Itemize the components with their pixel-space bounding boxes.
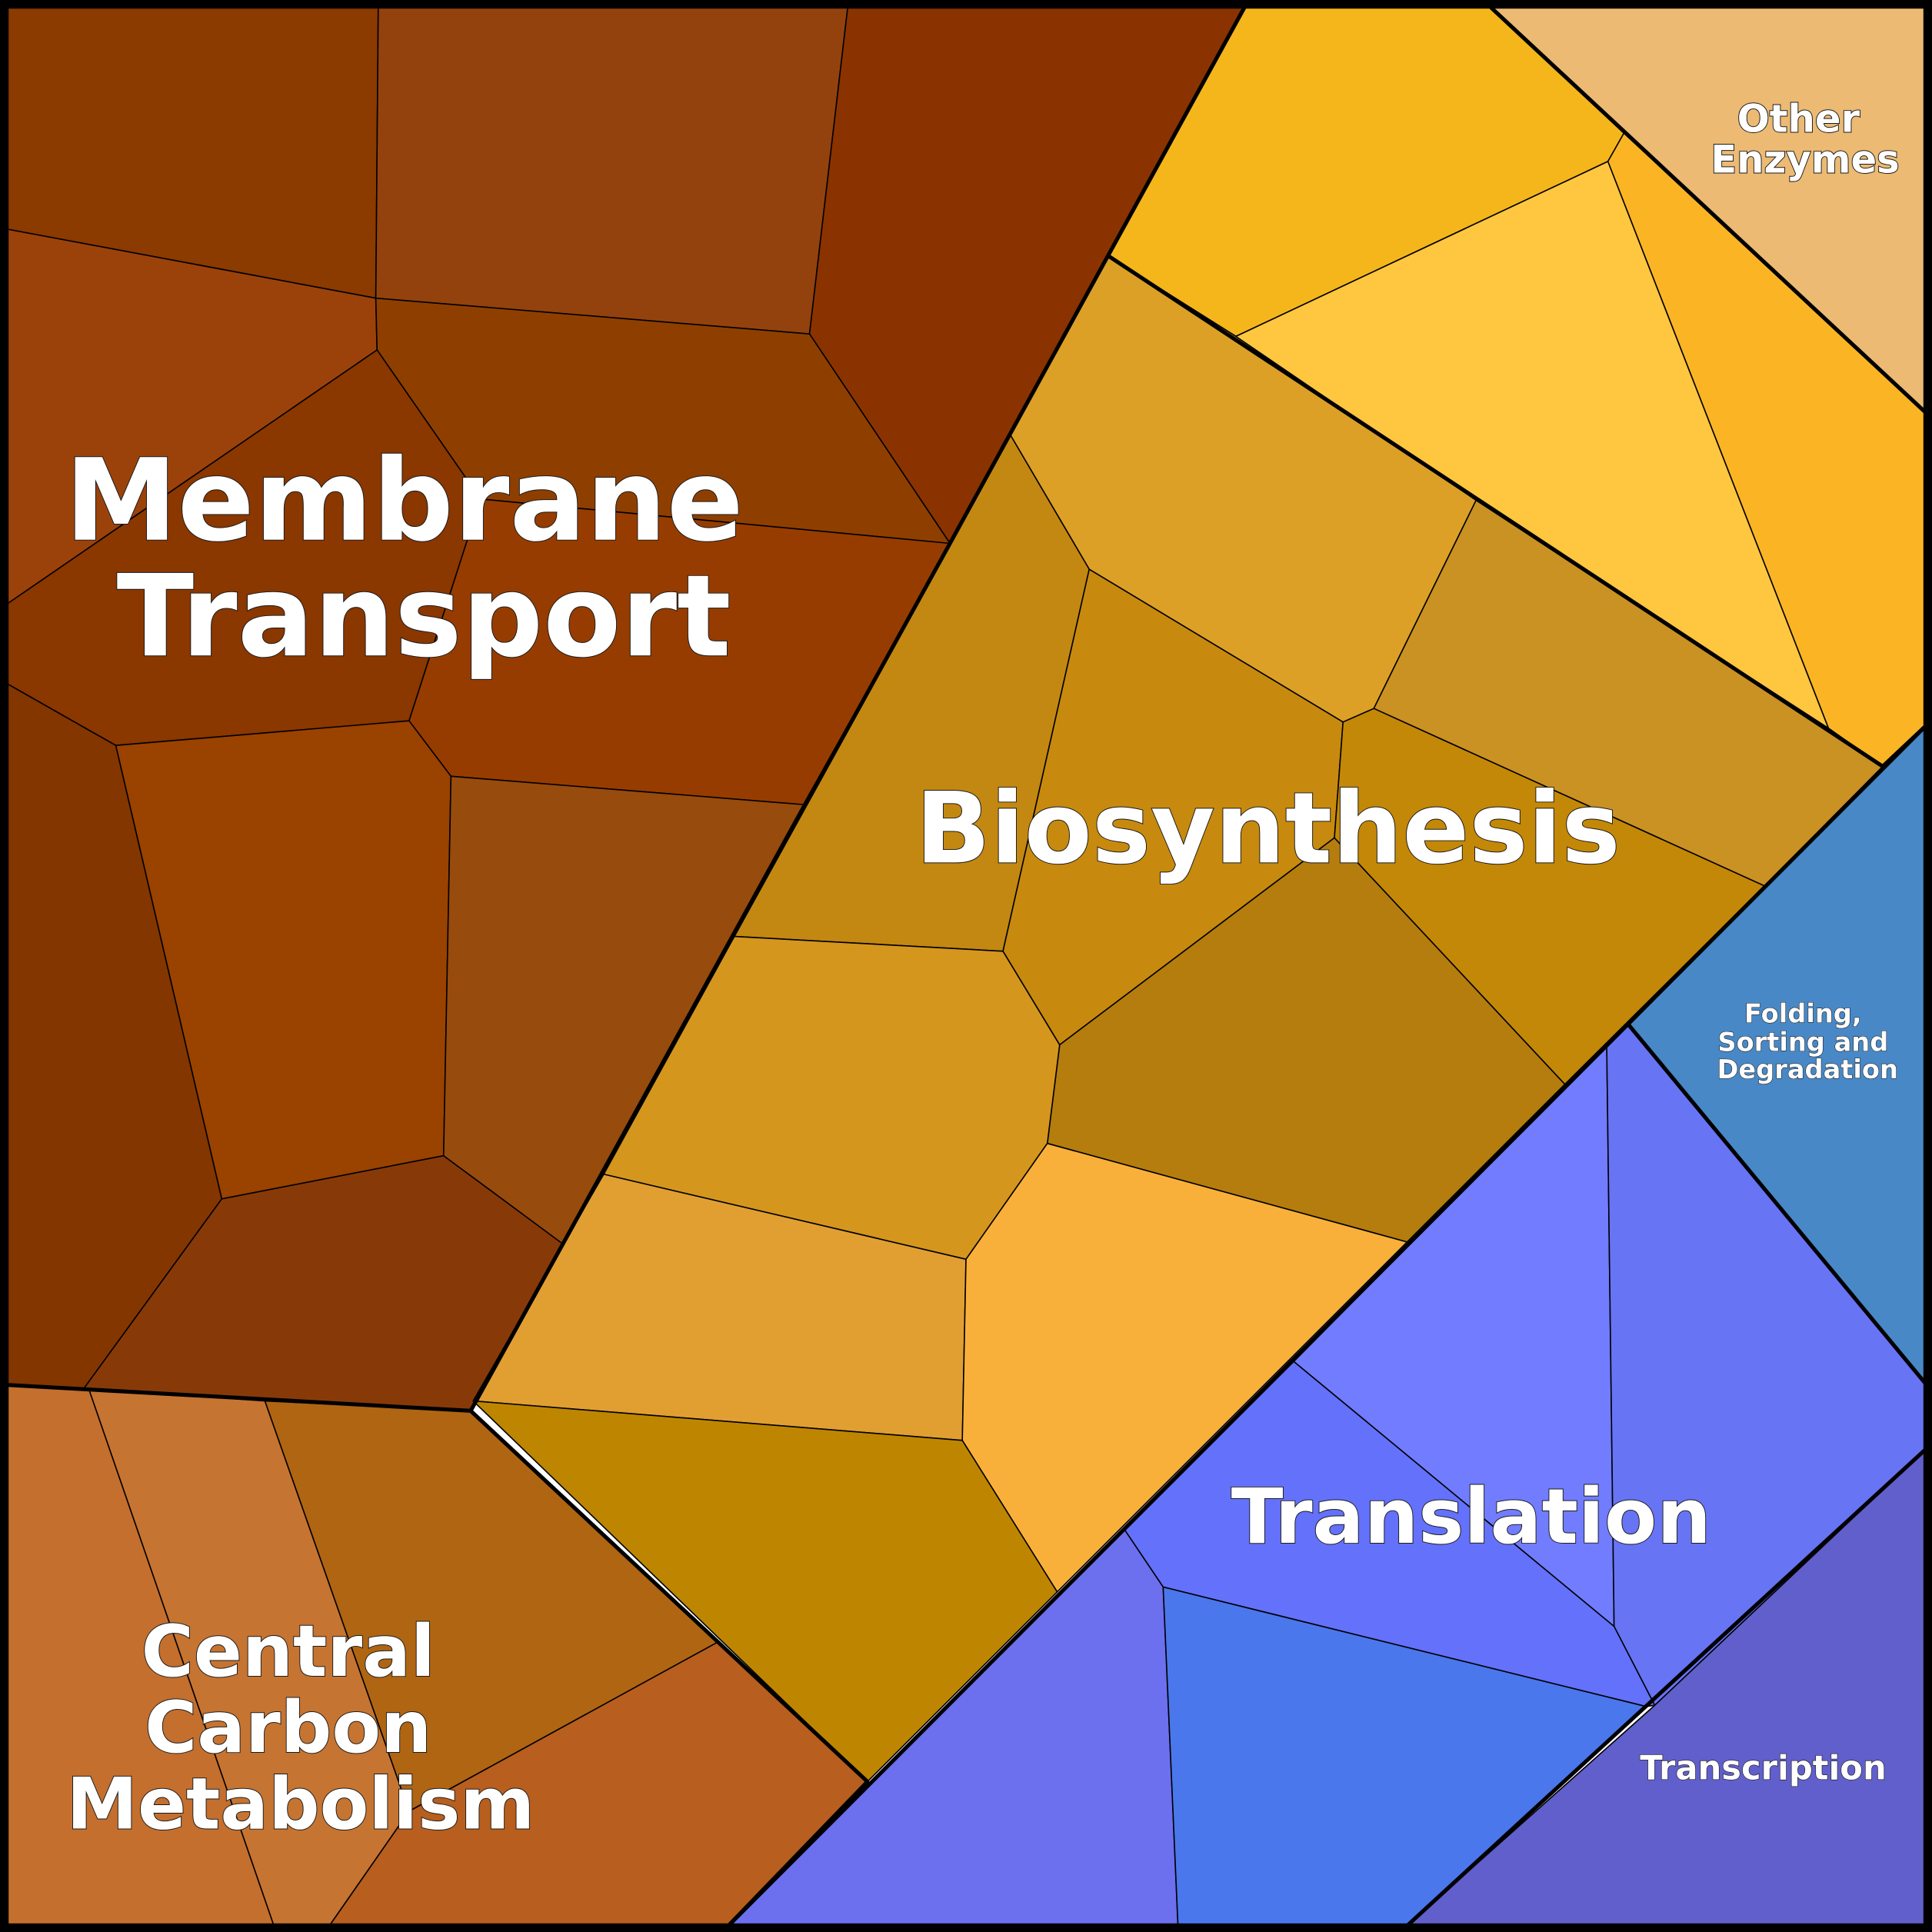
label-other-enzymes: Other Enzymes: [1710, 96, 1900, 182]
label-membrane-transport: Membrane Transport: [65, 435, 783, 683]
cell[interactable]: [472, 1400, 1058, 1783]
group-biosynthesis: [472, 6, 1926, 1783]
label-folding-sorting-degradation: Folding, Sorting and Degradation: [1717, 999, 1897, 1084]
group-translation: [728, 1024, 1926, 1926]
cell[interactable]: [961, 1142, 1408, 1593]
label-transcription: Transcription: [1640, 1749, 1887, 1787]
group-membrane-transport: [6, 6, 1245, 1412]
label-translation: Translation: [1231, 1473, 1711, 1561]
group-borders: [7, 5, 1927, 1927]
label-biosynthesis: Biosynthesis: [915, 771, 1621, 886]
cell[interactable]: [375, 6, 849, 335]
label-central-carbon-metabolism: Central Carbon Metabolism: [67, 1610, 535, 1846]
